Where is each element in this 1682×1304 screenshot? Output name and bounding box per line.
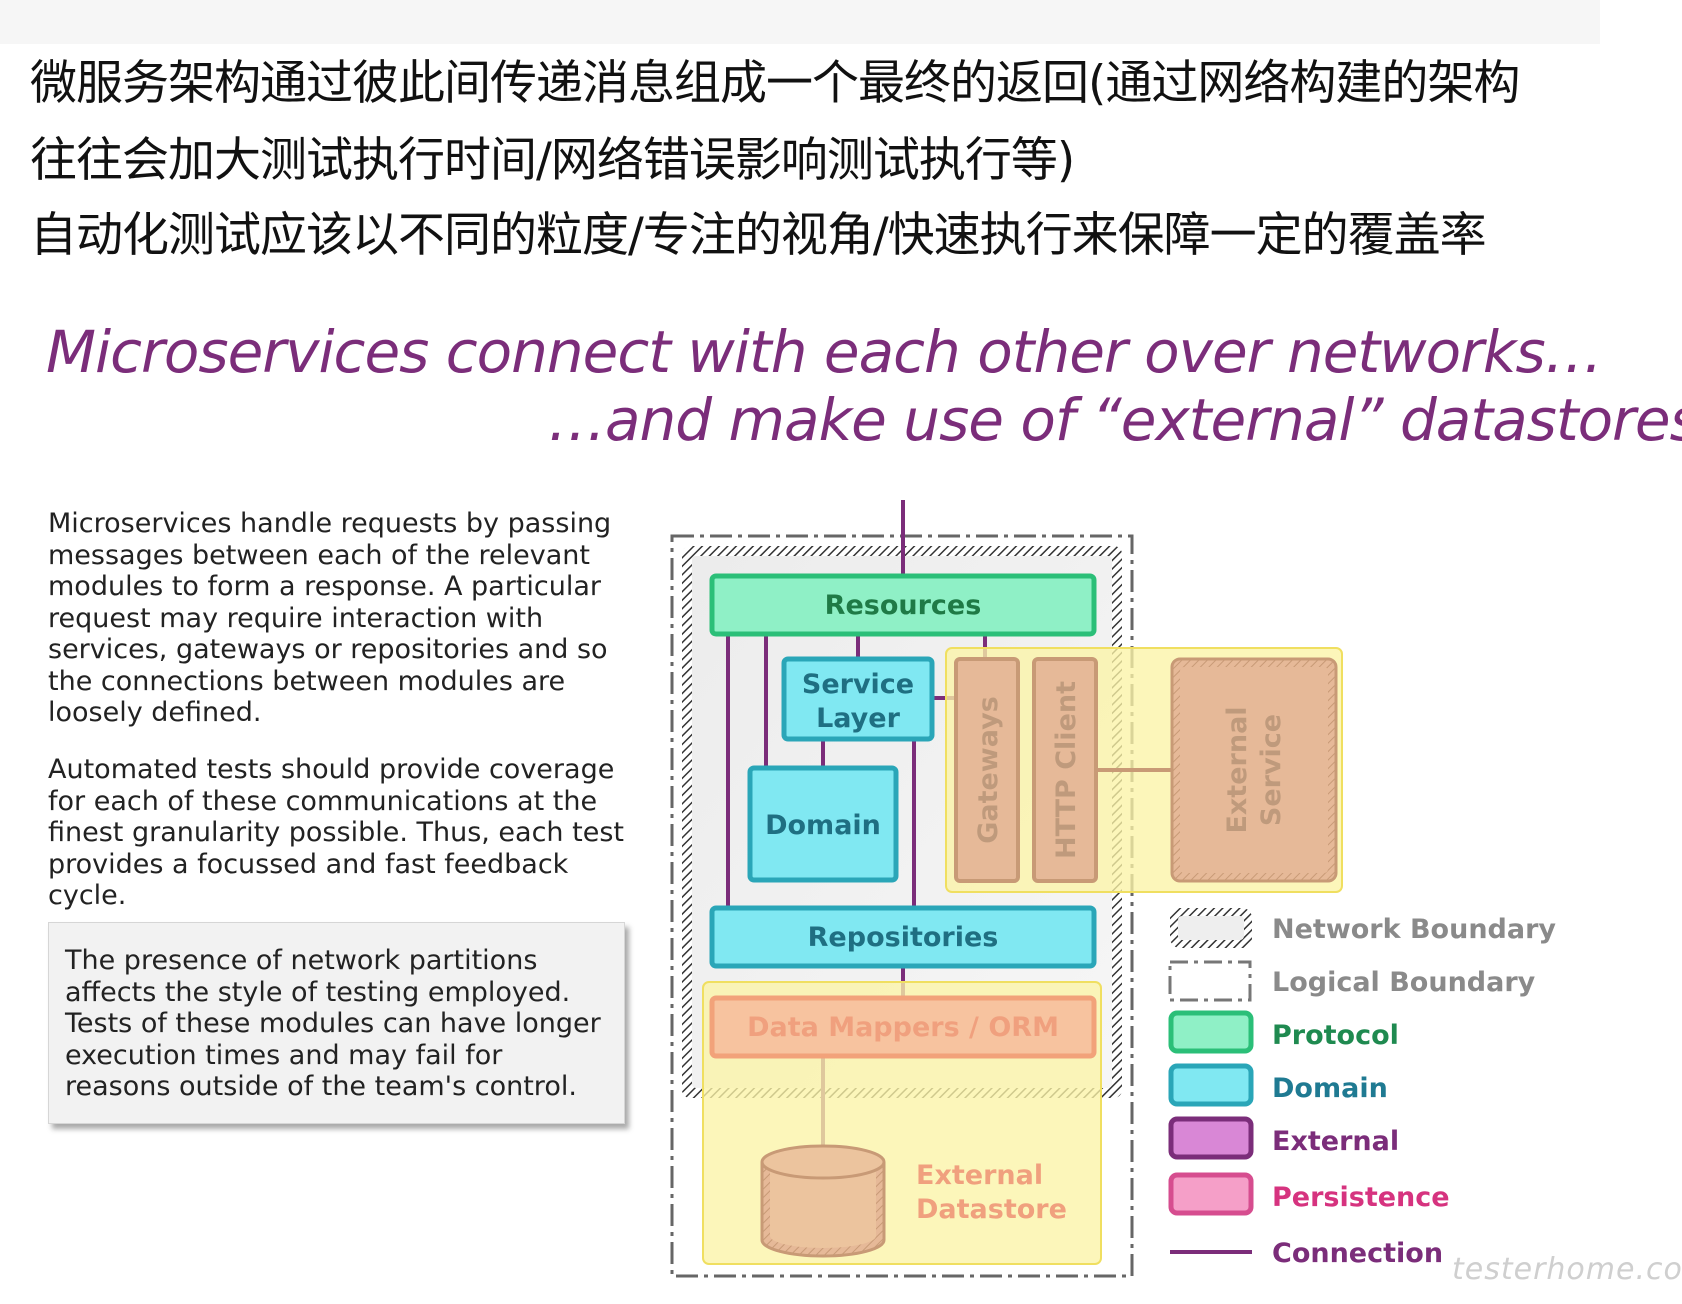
legend-protocol-label: Protocol <box>1272 1020 1399 1051</box>
network-note-text: The presence of network partitions affec… <box>65 945 601 1102</box>
slide-title-line-2: …and make use of “external” datastores <box>548 386 1682 454</box>
data-mappers-label: Data Mappers / ORM <box>747 1012 1059 1043</box>
legend-external-label: External <box>1272 1126 1399 1157</box>
legend: Network Boundary Logical Boundary Protoc… <box>1168 908 1556 1269</box>
resources-box <box>709 573 1097 637</box>
top-bar <box>0 0 1600 44</box>
repositories-label: Repositories <box>808 922 999 953</box>
header-line-3: 自动化测试应该以不同的粒度/专注的视角/快速执行来保障一定的覆盖率 <box>30 208 1487 263</box>
legend-external-swatch <box>1168 1116 1254 1160</box>
gateways-box <box>954 657 1020 883</box>
legend-connection-label: Connection <box>1272 1238 1443 1269</box>
http-client-label: HTTP Client <box>1051 681 1082 859</box>
domain-box <box>747 765 899 883</box>
external-service-label-2: Service <box>1256 714 1287 826</box>
legend-domain-swatch <box>1168 1063 1254 1107</box>
domain-label: Domain <box>765 810 881 841</box>
legend-network-boundary-inner <box>1178 916 1244 940</box>
legend-persistence-label: Persistence <box>1272 1182 1450 1213</box>
legend-protocol-swatch <box>1168 1010 1254 1054</box>
network-note-box: The presence of network partitions affec… <box>48 922 625 1124</box>
slide-title-line-1: Microservices connect with each other ov… <box>46 318 1603 386</box>
legend-logical-boundary-swatch <box>1168 960 1252 1002</box>
service-layer-label-1: Service <box>802 669 914 700</box>
legend-network-boundary-label: Network Boundary <box>1272 914 1556 945</box>
header-line-1: 微服务架构通过彼此间传递消息组成一个最终的返回(通过网络构建的架构 <box>30 56 1520 111</box>
external-service-label-1: External <box>1222 706 1253 833</box>
legend-logical-boundary-label: Logical Boundary <box>1272 967 1536 998</box>
description-paragraph-2: Automated tests should provide coverage … <box>48 754 624 911</box>
description-paragraph-1: Microservices handle requests by passing… <box>48 508 612 728</box>
datastore-cylinder <box>760 1144 886 1258</box>
legend-domain-label: Domain <box>1272 1073 1388 1104</box>
header-line-2: 往往会加大测试执行时间/网络错误影响测试执行等) <box>30 133 1075 188</box>
external-datastore-label-2: Datastore <box>916 1194 1067 1225</box>
watermark: testerhome.com <box>1452 1252 1682 1287</box>
resources-label: Resources <box>825 590 982 621</box>
repositories-box <box>709 905 1097 969</box>
service-layer-label-2: Layer <box>816 703 901 734</box>
data-mappers-box <box>709 995 1097 1059</box>
service-layer-box <box>781 656 935 742</box>
gateways-label: Gateways <box>973 696 1004 844</box>
external-datastore-label-1: External <box>916 1160 1043 1191</box>
external-service-inner <box>1180 667 1328 873</box>
legend-persistence-swatch <box>1168 1172 1254 1216</box>
